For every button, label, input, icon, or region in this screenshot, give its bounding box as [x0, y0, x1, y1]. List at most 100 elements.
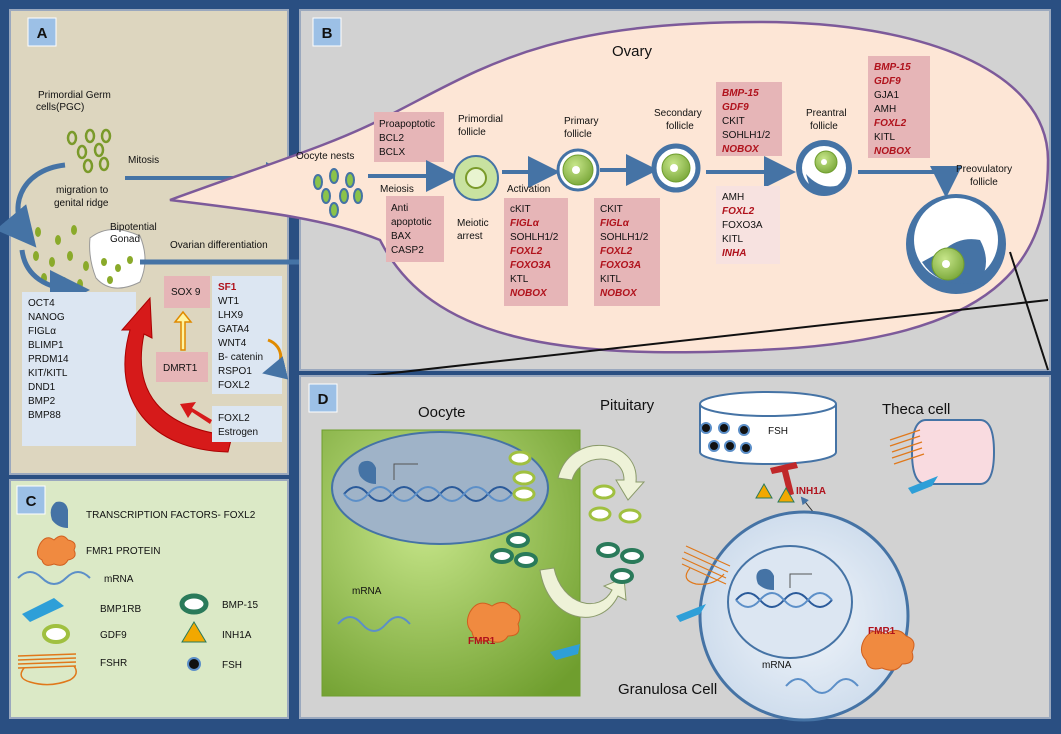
zoom-line-right — [1009, 251, 1049, 371]
oocyte-dna — [343, 486, 513, 502]
gene-ckit: cKIT — [510, 204, 531, 215]
primordial-label-1: Primordial — [458, 114, 503, 125]
gene-kit-kitl: KIT/KITL — [28, 368, 68, 379]
granulosa-title: Granulosa Cell — [618, 681, 717, 698]
sf1-label: SF1 — [218, 282, 237, 293]
gene-foxo3a-2: FOXO3A — [600, 260, 641, 271]
theca-cell — [910, 419, 996, 485]
preantral-label-1: Preantral — [806, 108, 847, 119]
estrogen-label: Estrogen — [218, 427, 258, 438]
legend-fsh: FSH — [222, 660, 242, 671]
granulosa-fmr1-label: FMR1 — [868, 626, 896, 637]
gene-foxl2-4: FOXL2 — [722, 206, 755, 217]
sox9-label: SOX 9 — [171, 287, 201, 298]
gene-amh: AMH — [722, 192, 744, 203]
gene-gdf9-2: GDF9 — [874, 76, 901, 87]
legend-mrna: mRNA — [104, 574, 134, 585]
zoom-line-left — [329, 299, 1049, 381]
panel-b-label-box — [312, 17, 342, 47]
migration-label-2: genital ridge — [54, 198, 109, 209]
primordial-follicle — [453, 155, 499, 201]
gene-ckit-3: CKIT — [722, 116, 745, 127]
preovulatory-label-2: follicle — [970, 177, 998, 188]
preovulatory-label-1: Preovulatory — [956, 164, 1012, 175]
gene-foxo3a-3: FOXO3A — [722, 220, 763, 231]
gene-nobox-3: NOBOX — [722, 144, 760, 155]
gene-kitl-2: KITL — [722, 234, 744, 245]
panel-b: B Ovary Oocyte nests Proapoptotic BCL2 B… — [169, 9, 1051, 381]
oocyte-nests-label: Oocyte nests — [296, 151, 354, 162]
gene-foxl2: FOXL2 — [218, 380, 250, 391]
bmp15-secretion-arrow — [539, 567, 627, 618]
antiapoptotic-label-1: Anti — [391, 203, 408, 214]
gene-bcl2: BCL2 — [379, 133, 404, 144]
gene-foxo3a: FOXO3A — [510, 260, 551, 271]
gene-ktl: KTL — [510, 274, 529, 285]
arrest-label: arrest — [457, 231, 483, 242]
gene-sohlh-2: SOHLH1/2 — [600, 232, 649, 243]
oocyte-mrna-label: mRNA — [352, 586, 382, 597]
panel-c-label: C — [26, 493, 37, 510]
bmp15-cluster-oocyte — [490, 532, 538, 568]
granulosa-mrna-icon — [785, 678, 859, 694]
gdf9-cluster-out — [588, 484, 642, 524]
oocyte-bmp1rb-icon — [550, 644, 580, 660]
panel-d-label: D — [318, 391, 329, 408]
bmp15-cluster-out — [596, 542, 644, 584]
fsh-label: FSH — [768, 426, 788, 437]
bmp15-icon — [179, 593, 209, 615]
granulosa-transcription-icon — [789, 573, 812, 588]
antiapoptotic-box — [386, 196, 444, 262]
theca-fshr — [889, 429, 925, 465]
gene-nanog: NANOG — [28, 312, 65, 323]
activation-label: Activation — [507, 184, 550, 195]
inh1a-icon — [181, 621, 207, 643]
bipotential-gonad — [89, 229, 146, 289]
proapoptotic-label: Proapoptotic — [379, 119, 435, 130]
gene-foxl2-3: FOXL2 — [600, 246, 633, 257]
foxl2-label: FOXL2 — [218, 413, 250, 424]
dmrt1-box — [156, 352, 208, 382]
granulosa-dna — [735, 592, 833, 608]
gonad-cells — [101, 256, 133, 284]
gene-kitl-3: KITL — [874, 132, 896, 143]
primary-label-1: Primary — [564, 116, 598, 127]
panel-c-label-box — [16, 485, 46, 515]
oocyte-fmr1-label: FMR1 — [468, 636, 496, 647]
theca-bmp1rb-icon — [908, 476, 938, 494]
primary-genes: CKIT FIGLα SOHLH1/2 FOXL2 FOXO3A KITL NO… — [600, 204, 649, 299]
gene-gata4: GATA4 — [218, 324, 250, 335]
pgc-cluster — [66, 128, 112, 174]
legend-gdf9: GDF9 — [100, 630, 127, 641]
panel-a-label: A — [37, 25, 48, 42]
gene-figla: FIGLα — [28, 326, 56, 337]
secondary-bottom-genes: AMH FOXL2 FOXO3A KITL INHA — [722, 192, 763, 259]
legend-fmr1-protein: FMR1 PROTEIN — [86, 546, 160, 557]
preantral-to-preovulatory-arrow — [858, 166, 962, 198]
granulosa-mrna-label: mRNA — [762, 660, 792, 671]
granulosa-fshr — [681, 545, 731, 585]
gdf9-cluster-oocyte — [508, 450, 536, 502]
transcription-start-icon — [393, 463, 418, 480]
migration-arrow — [0, 162, 66, 248]
secondary-label-1: Secondary — [654, 108, 702, 119]
secondary-bottom-genes-box — [716, 186, 780, 264]
gene-figla-3: FIGLα — [600, 218, 630, 229]
legend-fshr: FSHR — [100, 658, 127, 669]
pituitary-title: Pituitary — [600, 397, 655, 414]
gene-dnd1: DND1 — [28, 382, 56, 393]
legend-bmp1rb: BMP1RB — [100, 604, 141, 615]
gene-rspo1: RSPO1 — [218, 366, 252, 377]
red-small-arrow — [180, 402, 212, 424]
preantral-label-2: follicle — [810, 121, 838, 132]
red-inhibition-arrow — [120, 296, 233, 453]
granulosa-fmr1-icon — [860, 630, 915, 671]
pgc-label-1: Primordial Germ — [38, 90, 111, 101]
gene-wt1: WT1 — [218, 296, 240, 307]
inhibition-t-icon — [770, 462, 798, 496]
oocyte-nest — [313, 168, 363, 218]
gene-nobox: NOBOX — [510, 288, 548, 299]
gene-casp2: CASP2 — [391, 245, 424, 256]
